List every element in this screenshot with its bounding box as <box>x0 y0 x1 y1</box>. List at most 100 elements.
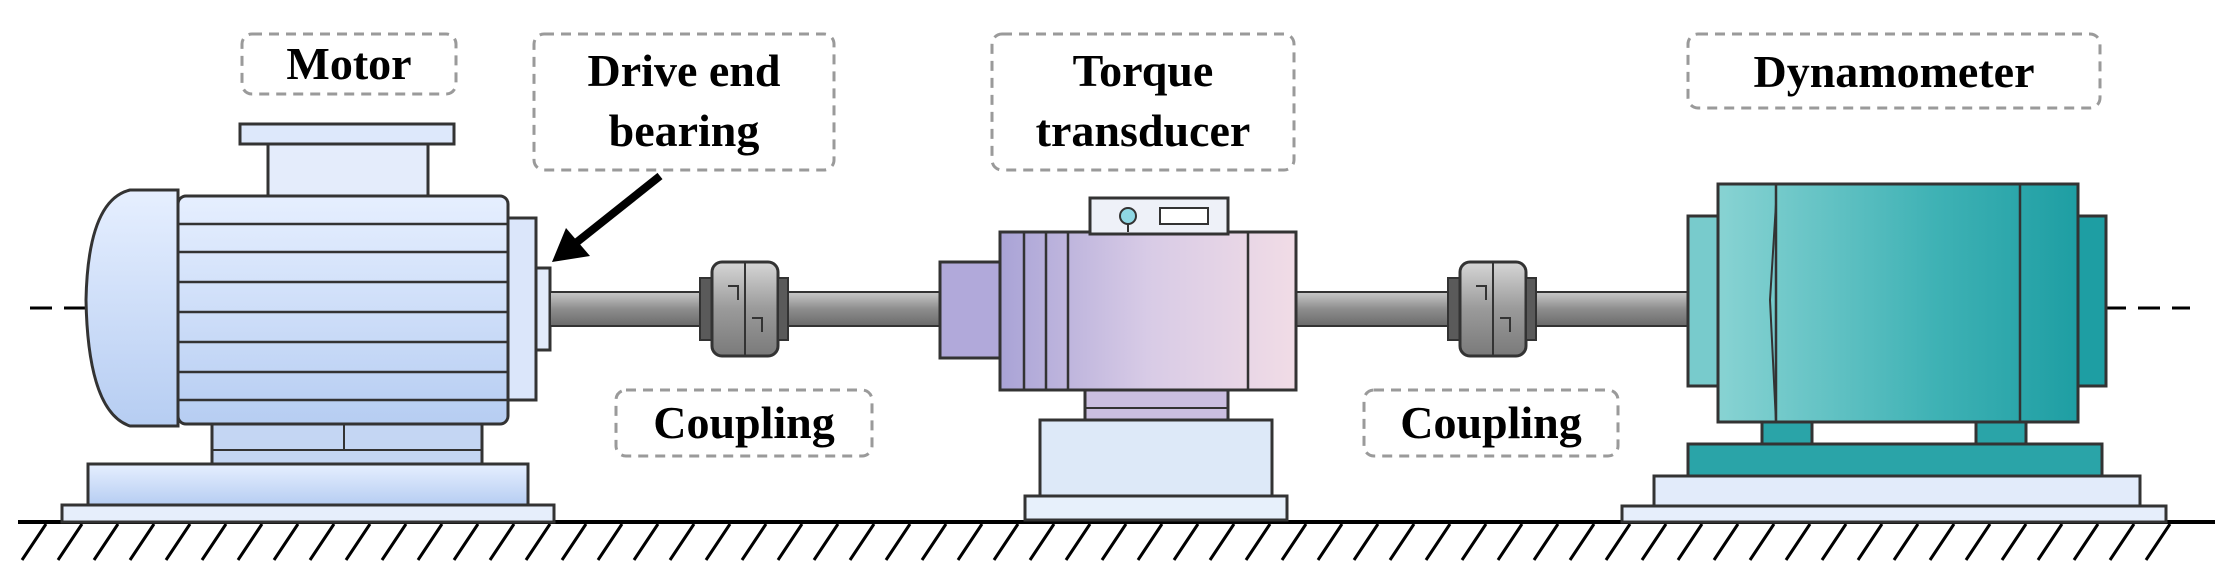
ground-hatch-line <box>128 523 156 561</box>
label-dynamometer-text: Dynamometer <box>1753 46 2034 97</box>
ground-hatching <box>20 523 2172 561</box>
ground-hatch-line <box>884 523 912 561</box>
dynamometer-base-plate <box>1620 504 2168 524</box>
motor-end-cap <box>84 188 180 428</box>
label-torque-transducer-line2: transducer <box>1036 105 1251 156</box>
label-motor: Motor <box>240 32 458 96</box>
label-coupling-right-text: Coupling <box>1400 397 1582 448</box>
label-coupling-left: Coupling <box>614 388 874 458</box>
ground-hatch-line <box>740 523 768 561</box>
shaft-coupling-dynamometer <box>1531 291 1693 327</box>
dynamometer-base <box>1652 474 2142 508</box>
ground-hatch-line <box>1208 523 1236 561</box>
label-drive-end-bearing-line1: Drive end <box>588 45 781 96</box>
label-drive-end-bearing-line2: bearing <box>609 105 760 156</box>
label-dynamometer: Dynamometer <box>1686 32 2102 110</box>
ground-hatch-line <box>164 523 192 561</box>
coupling-right <box>1447 260 1537 358</box>
ground-hatch-line <box>1460 523 1488 561</box>
ground-hatch-line <box>812 523 840 561</box>
ground-hatch-line <box>2072 523 2100 561</box>
ground-hatch-line <box>1964 523 1992 561</box>
motor-base-plate <box>60 503 556 524</box>
ground-hatch-line <box>1172 523 1200 561</box>
bearing-pointer-arrow <box>552 172 663 262</box>
ground-hatch-line <box>1784 523 1812 561</box>
ground-hatch-line <box>2108 523 2136 561</box>
ground-hatch-line <box>272 523 300 561</box>
ground-hatch-line <box>956 523 984 561</box>
transducer-base-plate <box>1023 494 1289 522</box>
ground-hatch-line <box>1532 523 1560 561</box>
ground-hatch-line <box>992 523 1020 561</box>
ground-hatch-line <box>236 523 264 561</box>
ground-hatch-line <box>848 523 876 561</box>
ground-hatch-line <box>1244 523 1272 561</box>
ground-hatch-line <box>1892 523 1920 561</box>
transducer-body <box>998 230 1298 392</box>
ground-hatch-line <box>1676 523 1704 561</box>
ground-hatch-line <box>1496 523 1524 561</box>
ground-hatch-line <box>1424 523 1452 561</box>
motor-body <box>176 194 510 426</box>
ground-hatch-line <box>920 523 948 561</box>
shaft-motor-coupling <box>549 291 707 327</box>
ground-hatch-line <box>2036 523 2064 561</box>
ground-hatch-line <box>416 523 444 561</box>
ground-hatch-line <box>1136 523 1164 561</box>
ground-hatch-line <box>1280 523 1308 561</box>
transducer-indicator-light <box>1119 207 1137 225</box>
ground-hatch-line <box>1748 523 1776 561</box>
dynamometer-body <box>1716 182 2080 424</box>
label-coupling-left-text: Coupling <box>653 397 835 448</box>
ground-hatch-line <box>1028 523 1056 561</box>
transducer-readout-window <box>1159 207 1209 225</box>
ground-hatch-line <box>704 523 732 561</box>
ground-hatch-line <box>380 523 408 561</box>
ground-hatch-line <box>524 523 552 561</box>
dynamometer <box>1620 182 2168 524</box>
ground-hatch-line <box>1388 523 1416 561</box>
ground-hatch-line <box>1712 523 1740 561</box>
label-torque-transducer-line1: Torque <box>1073 45 1214 96</box>
ground-hatch-line <box>596 523 624 561</box>
transducer-pedestal <box>1038 418 1274 498</box>
drive-end-bearing <box>534 266 552 352</box>
ground-hatch-line <box>1100 523 1128 561</box>
motor-terminal-box-cap <box>238 122 456 146</box>
dynamometer-left-flange <box>1686 214 1720 388</box>
ground-hatch-line <box>1064 523 1092 561</box>
ground-hatch-line <box>1856 523 1884 561</box>
ground-hatch-line <box>1820 523 1848 561</box>
motor-terminal-box <box>266 142 430 198</box>
motor <box>60 122 556 524</box>
ground-hatch-line <box>452 523 480 561</box>
transducer-foot <box>1083 386 1230 422</box>
ground <box>18 520 2215 561</box>
ground-hatch-line <box>1568 523 1596 561</box>
coupling-left <box>699 260 789 358</box>
ground-hatch-line <box>1928 523 1956 561</box>
motor-cooling-fins <box>178 222 508 402</box>
ground-hatch-line <box>92 523 120 561</box>
ground-hatch-line <box>668 523 696 561</box>
ground-hatch-line <box>1640 523 1668 561</box>
label-coupling-right: Coupling <box>1362 388 1620 458</box>
transducer-left-hub <box>938 260 1002 360</box>
label-drive-end-bearing: Drive end bearing <box>532 32 836 172</box>
ground-hatch-line <box>1604 523 1632 561</box>
motor-foot <box>210 420 484 466</box>
motor-front-flange <box>506 216 538 402</box>
torque-transducer <box>938 196 1298 522</box>
ground-hatch-line <box>2144 523 2172 561</box>
motor-base <box>86 462 530 507</box>
ground-hatch-line <box>200 523 228 561</box>
ground-hatch-line <box>20 523 48 561</box>
ground-hatch-line <box>56 523 84 561</box>
shaft-coupling-transducer <box>779 291 945 327</box>
dynamometer-right-flange <box>2076 214 2108 388</box>
ground-hatch-line <box>344 523 372 561</box>
ground-hatch-line <box>2000 523 2028 561</box>
ground-hatch-line <box>776 523 804 561</box>
